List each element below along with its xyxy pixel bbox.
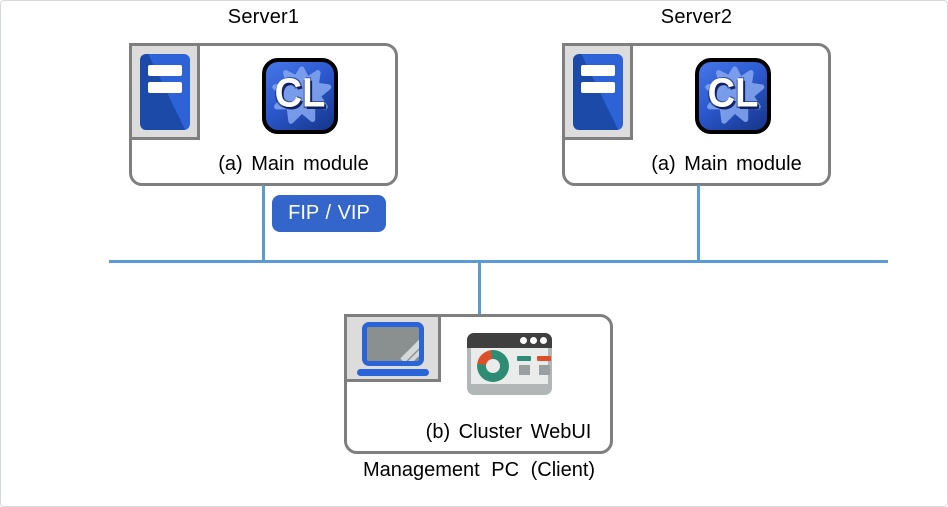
laptop-base xyxy=(356,369,429,376)
network-line-server2 xyxy=(697,185,700,262)
fip-vip-badge: FIP / VIP xyxy=(272,195,386,232)
cl-badge-text: CL xyxy=(274,71,326,117)
management-pc-caption: Management PC (Client) xyxy=(362,459,596,481)
server-tower-icon xyxy=(562,43,633,140)
window-dot-icon xyxy=(540,337,547,344)
network-line-backbone xyxy=(109,260,888,263)
window-dot-icon xyxy=(520,337,527,344)
window-dot-icon xyxy=(530,337,537,344)
laptop-screen xyxy=(361,322,424,366)
cl-badge-text: CL xyxy=(707,71,759,117)
network-line-management-pc xyxy=(478,260,481,316)
management-pc-box: (b) Cluster WebUI xyxy=(344,314,613,454)
server-tower-icon xyxy=(129,43,200,140)
cl-cluster-app-icon: CL xyxy=(695,58,771,134)
cl-cluster-app-icon: CL xyxy=(262,58,338,134)
server-tower-glyph xyxy=(139,54,190,130)
browser-titlebar xyxy=(467,333,552,348)
webui-browser-window-icon xyxy=(467,333,552,395)
server1-box: CL (a) Main module xyxy=(129,43,398,186)
server2-main-module-label: (a) Main module xyxy=(651,153,802,175)
server2-box: CL (a) Main module xyxy=(562,43,831,186)
donut-chart-icon xyxy=(477,350,509,382)
laptop-icon xyxy=(344,314,441,382)
cluster-blob-shape xyxy=(272,66,332,124)
status-widget-red xyxy=(537,356,551,375)
network-line-server1 xyxy=(262,185,265,262)
cluster-webui-label: (b) Cluster WebUI xyxy=(425,421,592,443)
status-widget-teal xyxy=(517,356,531,375)
server1-main-module-label: (a) Main module xyxy=(218,153,369,175)
browser-content xyxy=(471,348,551,384)
server-tower-glyph xyxy=(572,54,623,130)
server1-title: Server1 xyxy=(227,6,300,28)
server2-title: Server2 xyxy=(660,6,733,28)
cluster-blob-shape xyxy=(705,66,765,124)
